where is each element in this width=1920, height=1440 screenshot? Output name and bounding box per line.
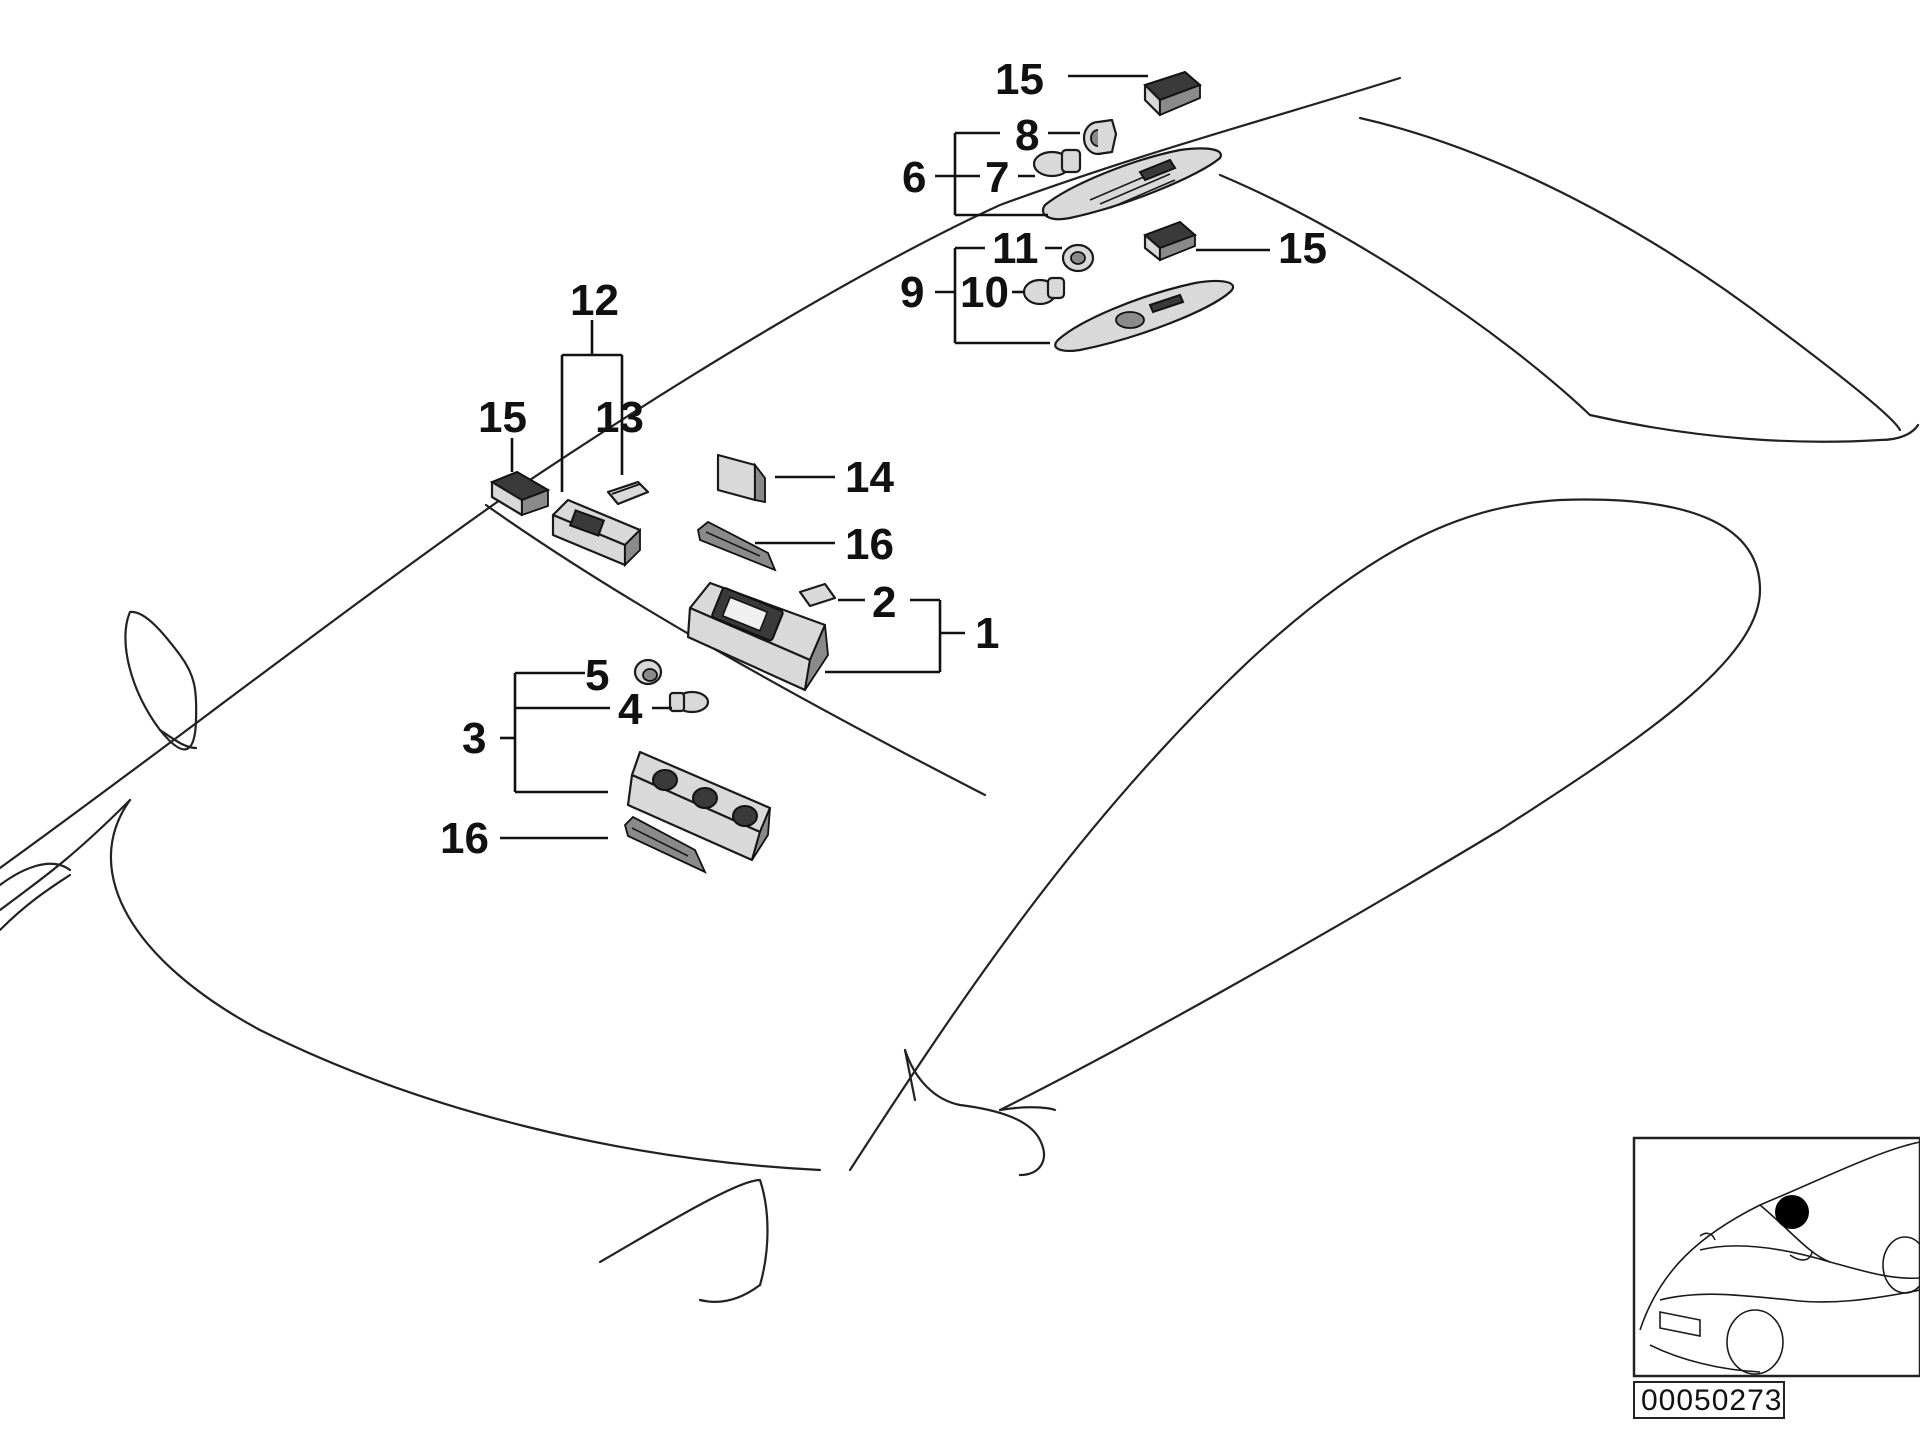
trim-strip-part-16-lower bbox=[623, 815, 707, 874]
interior-lamp-part-12 bbox=[551, 498, 642, 568]
interior-lamp-part-1 bbox=[686, 581, 829, 692]
leader-lines bbox=[500, 74, 1270, 840]
reading-lamp-part-6 bbox=[1042, 147, 1223, 221]
car-body-outline bbox=[0, 76, 1920, 1303]
reference-number: 00050273 bbox=[1641, 1384, 1782, 1417]
connector-part-15-top bbox=[1143, 70, 1202, 117]
reading-lamp-part-9 bbox=[1054, 279, 1235, 352]
callout-10: 10 bbox=[960, 268, 1009, 317]
thumbnail-car bbox=[1639, 1141, 1920, 1375]
socket-part-11 bbox=[1061, 243, 1095, 273]
callout-5: 5 bbox=[585, 651, 609, 700]
bulb-part-4 bbox=[668, 690, 710, 714]
cover-part-14 bbox=[716, 453, 766, 504]
bulb-part-13 bbox=[606, 480, 650, 506]
callout-16: 16 bbox=[440, 814, 489, 863]
bulb-part-10 bbox=[1022, 276, 1066, 306]
callout-2: 2 bbox=[872, 578, 896, 627]
bulb-part-7 bbox=[1032, 148, 1082, 178]
callout-16: 16 bbox=[845, 520, 894, 569]
connector-part-15-right bbox=[1143, 220, 1197, 262]
reference-number-box: 00050273 bbox=[1633, 1381, 1785, 1419]
callout-7: 7 bbox=[985, 153, 1009, 202]
callout-4: 4 bbox=[618, 685, 643, 734]
callout-9: 9 bbox=[900, 268, 924, 317]
callout-11: 11 bbox=[992, 224, 1039, 273]
callout-8: 8 bbox=[1015, 111, 1039, 160]
callout-labels: 15 8 6 7 11 15 9 10 12 15 13 14 16 2 1 5… bbox=[440, 55, 1327, 863]
callout-13: 13 bbox=[595, 393, 644, 442]
socket-part-8 bbox=[1082, 118, 1118, 156]
callout-12: 12 bbox=[570, 276, 619, 325]
location-marker bbox=[1775, 1195, 1809, 1229]
trim-strip-part-16-upper bbox=[697, 520, 777, 572]
callout-14: 14 bbox=[845, 453, 894, 502]
callout-15: 15 bbox=[995, 55, 1044, 104]
socket-part-5 bbox=[633, 658, 663, 686]
interior-lamp-part-3 bbox=[626, 750, 772, 862]
callout-15: 15 bbox=[478, 393, 527, 442]
bulb-part-2 bbox=[798, 582, 837, 608]
callout-6: 6 bbox=[902, 153, 926, 202]
callout-1: 1 bbox=[975, 609, 999, 658]
connector-part-15-left bbox=[489, 470, 551, 517]
location-thumbnail bbox=[1632, 1136, 1920, 1378]
callout-3: 3 bbox=[462, 714, 486, 763]
callout-15: 15 bbox=[1278, 224, 1327, 273]
